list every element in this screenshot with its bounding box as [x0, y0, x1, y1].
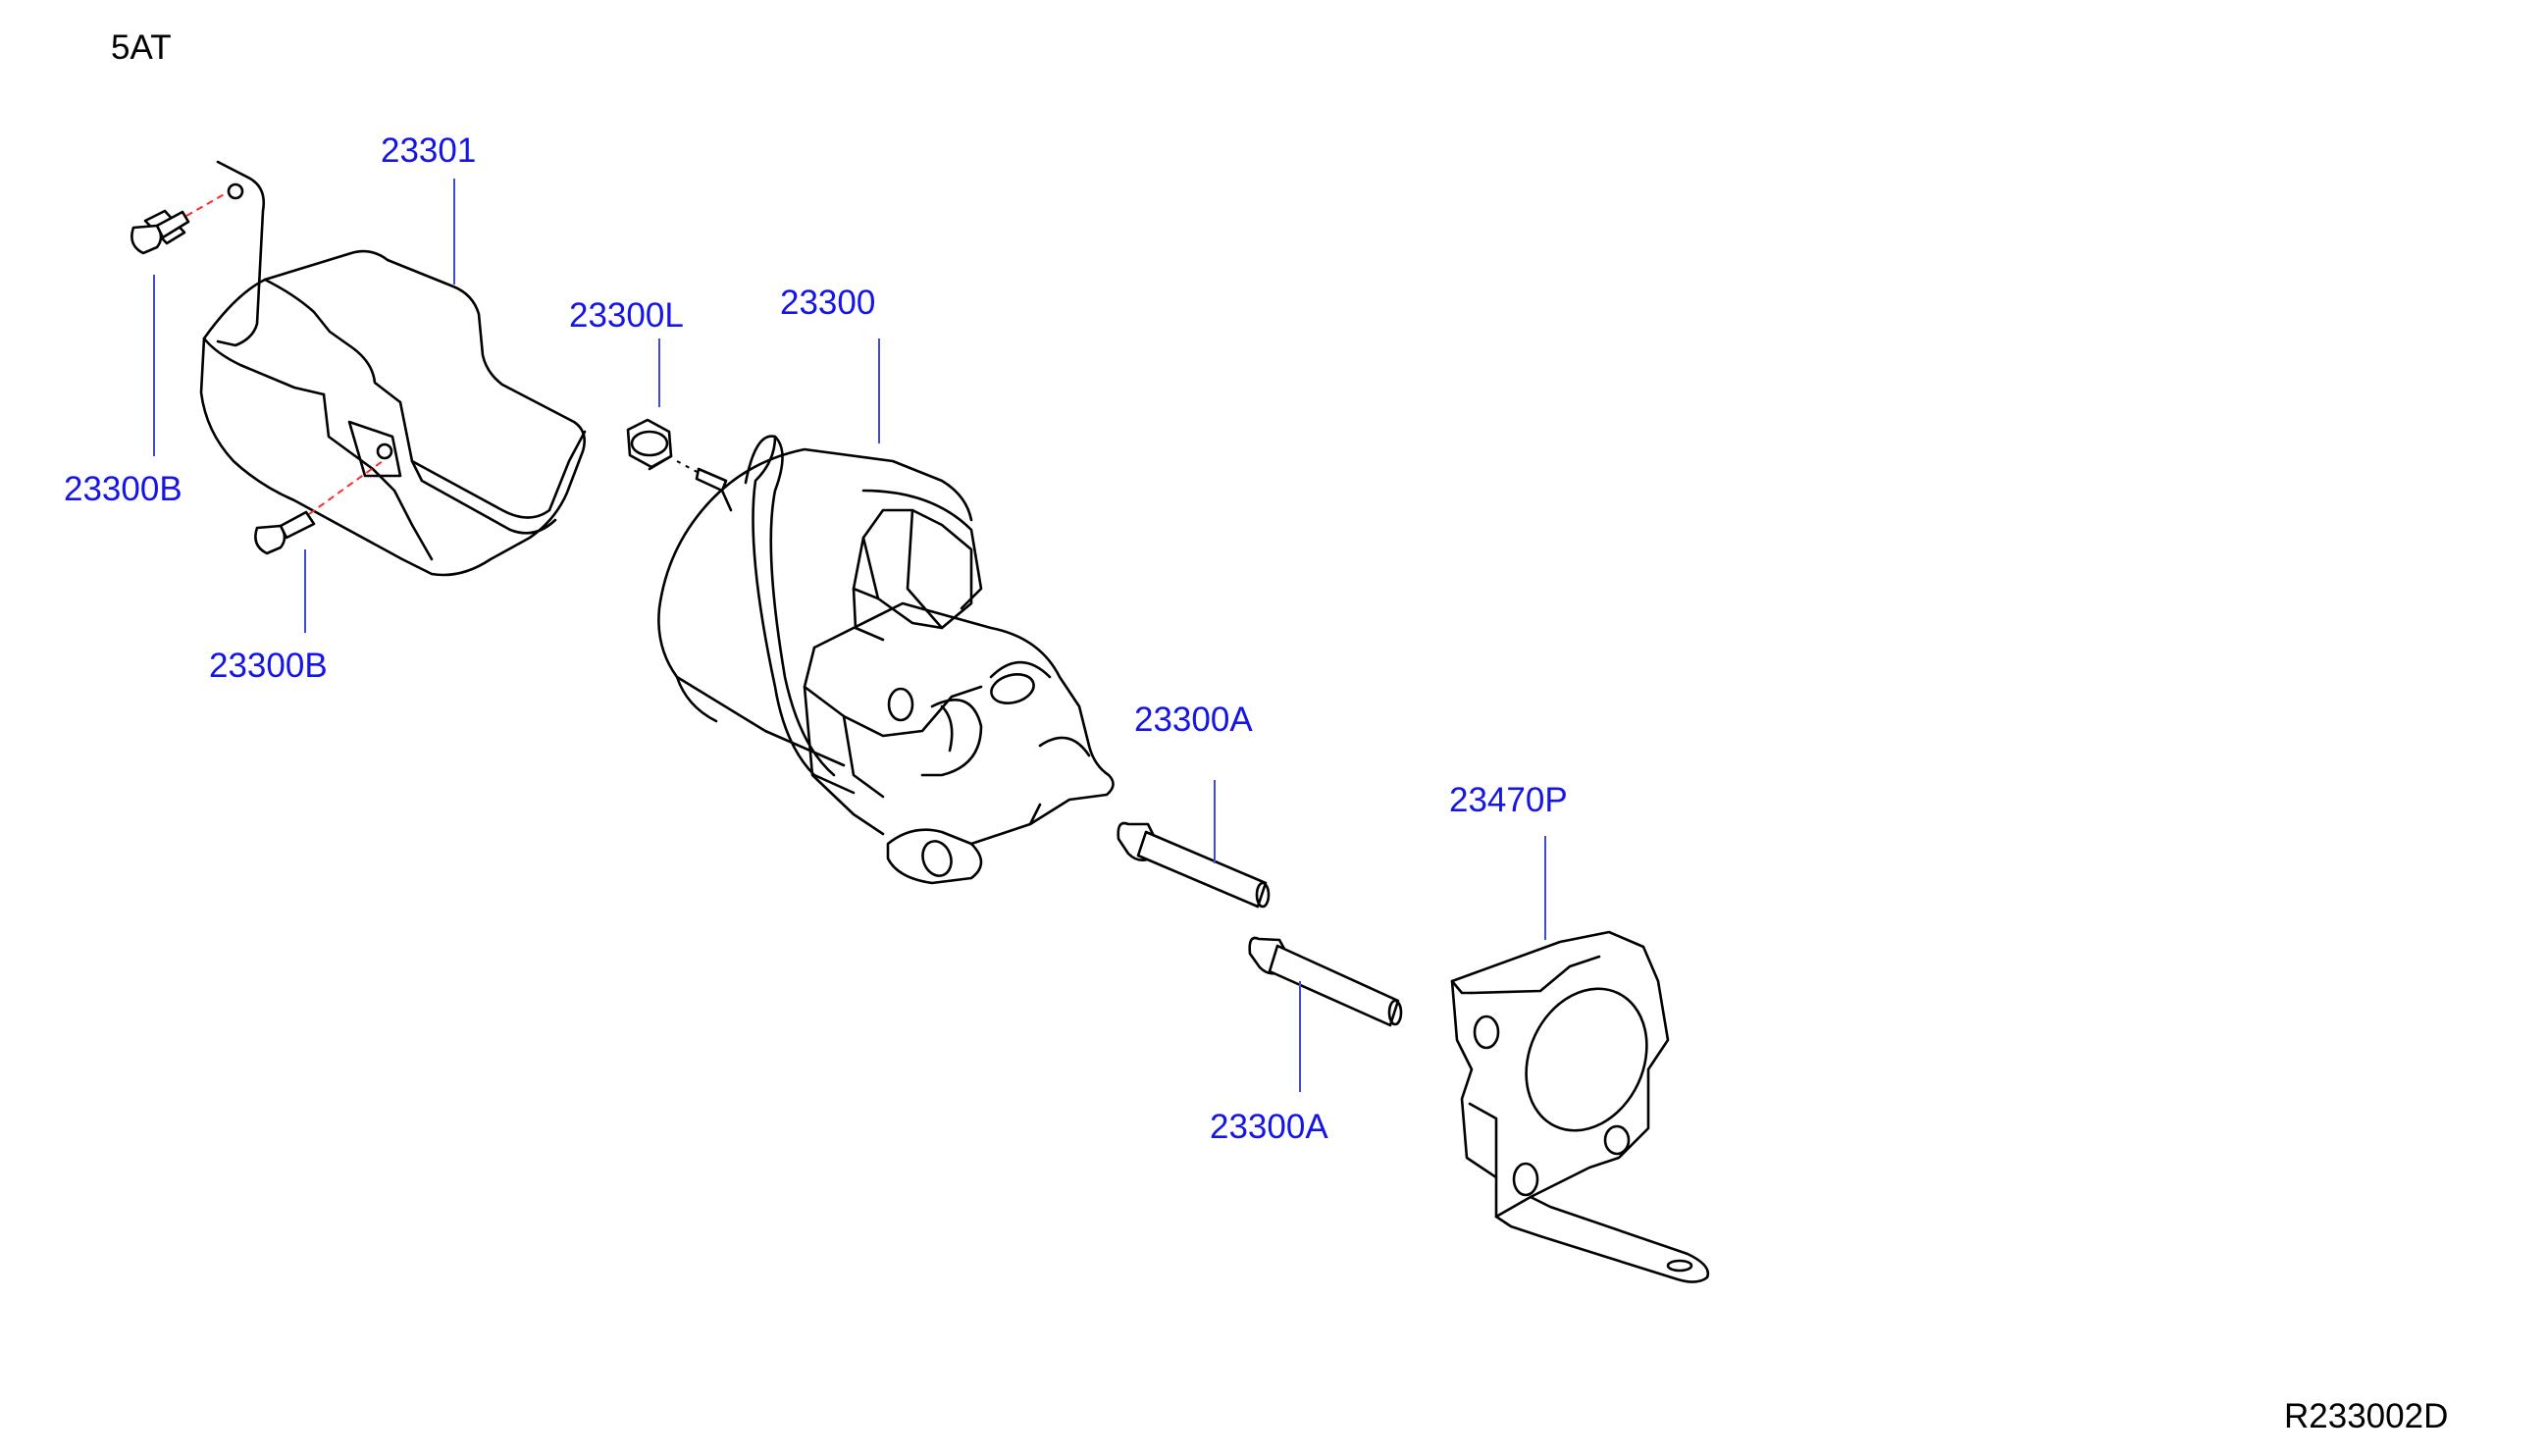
starter-motor-drawing[interactable]	[657, 435, 1115, 885]
shield-bolt-lower-drawing[interactable]	[254, 510, 316, 555]
starter-bracket-drawing[interactable]	[1450, 930, 1710, 1283]
reference-code: R233002D	[2284, 1397, 2448, 1435]
part-label-23300A-lower: 23300A	[1210, 1108, 1328, 1146]
part-label-23300B-lower: 23300B	[209, 647, 328, 685]
part-label-23300A-upper: 23300A	[1134, 701, 1253, 739]
part-label-23301: 23301	[381, 131, 476, 170]
part-label-23300L: 23300L	[569, 296, 684, 335]
alignment-dash-upper	[185, 191, 229, 217]
mounting-bolt-upper-drawing[interactable]	[1117, 821, 1271, 909]
mounting-bolt-lower-drawing[interactable]	[1248, 936, 1403, 1027]
shield-bolt-upper-drawing[interactable]	[130, 209, 190, 255]
alignment-dash-lower	[308, 460, 384, 515]
part-label-23470P: 23470P	[1449, 781, 1568, 819]
part-label-23300B-upper: 23300B	[64, 470, 182, 508]
nut-drawing[interactable]	[626, 418, 673, 471]
variant-label: 5AT	[111, 28, 172, 67]
part-label-23300: 23300	[780, 284, 875, 322]
heat-shield-drawing[interactable]	[199, 160, 587, 577]
